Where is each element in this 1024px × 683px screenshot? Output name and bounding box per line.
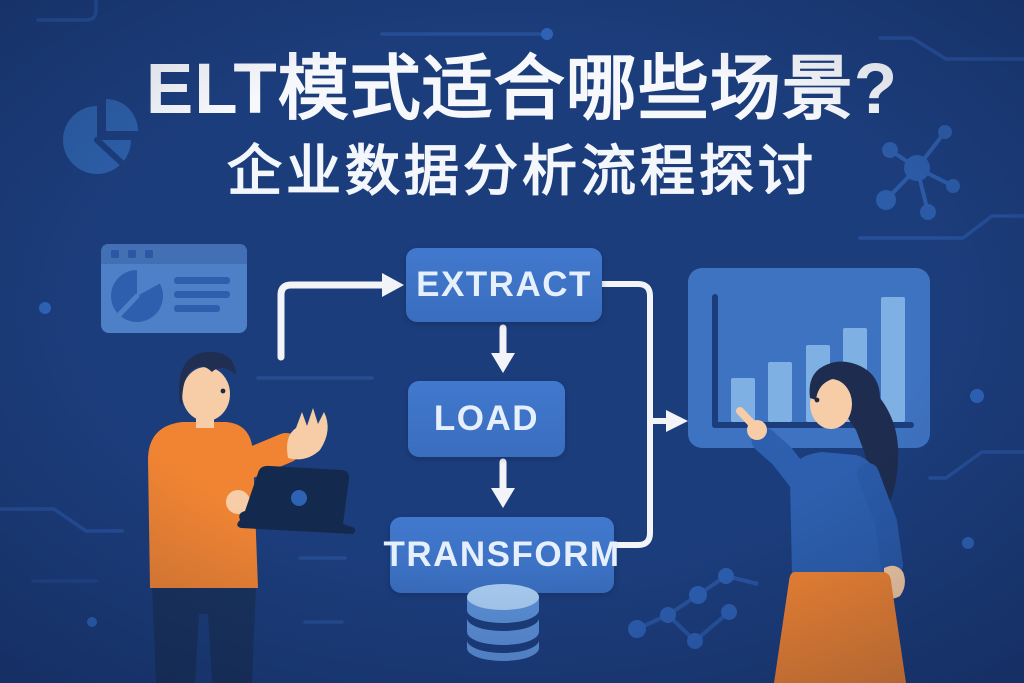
woman-pointing-hand (736, 407, 767, 440)
trace-top-left (36, 0, 98, 22)
man-eye (220, 388, 226, 394)
mini-pie-chart (111, 268, 163, 322)
trace-bottom-left (0, 507, 124, 533)
database-cylinder (467, 584, 539, 661)
network-nodes-icon (876, 125, 960, 220)
man-lower-sleeve (152, 444, 238, 517)
arrow-source-to-extract (277, 281, 386, 361)
poster-subtitle: 企业数据分析流程探讨 (226, 140, 817, 202)
circuit-traces (0, 0, 1024, 624)
woman-skirt (774, 572, 906, 683)
poster-title: ELT模式适合哪些场景? (145, 50, 899, 129)
man-legs (152, 586, 256, 683)
woman-fringe-hair (809, 362, 864, 400)
laptop-icon (237, 465, 356, 534)
node-dots (39, 28, 984, 627)
browser-titlebar (101, 244, 247, 264)
man-hair (179, 351, 236, 404)
flow-node-transform: TRANSFORM (383, 517, 619, 593)
woman-head (810, 379, 852, 429)
man-head (182, 367, 230, 421)
pie-chart-icon (63, 99, 138, 174)
man-neck (196, 414, 214, 428)
woman-hanging-arm (857, 463, 903, 576)
flow-node-extract: EXTRACT (406, 248, 602, 322)
man-raised-hand (287, 408, 328, 460)
connector-right-rail (599, 281, 653, 548)
woman-eye (814, 397, 820, 403)
man-figure (148, 351, 356, 683)
trace-right-low (928, 450, 1024, 480)
flow-node-load: LOAD (408, 381, 565, 457)
woman-figure (736, 361, 906, 683)
man-raised-sleeve (223, 433, 301, 483)
trace-top-right (878, 36, 1024, 61)
man-hand-on-laptop (226, 490, 250, 514)
card-text-lines (174, 277, 230, 312)
browser-window-icon (101, 244, 247, 333)
window-buttons (111, 250, 153, 258)
flow-connectors (277, 281, 669, 548)
woman-pointing-sleeve (751, 427, 823, 505)
trace-right-mid (858, 214, 1024, 240)
line-chart-dots-icon (628, 568, 759, 649)
arrowheads (382, 273, 688, 508)
